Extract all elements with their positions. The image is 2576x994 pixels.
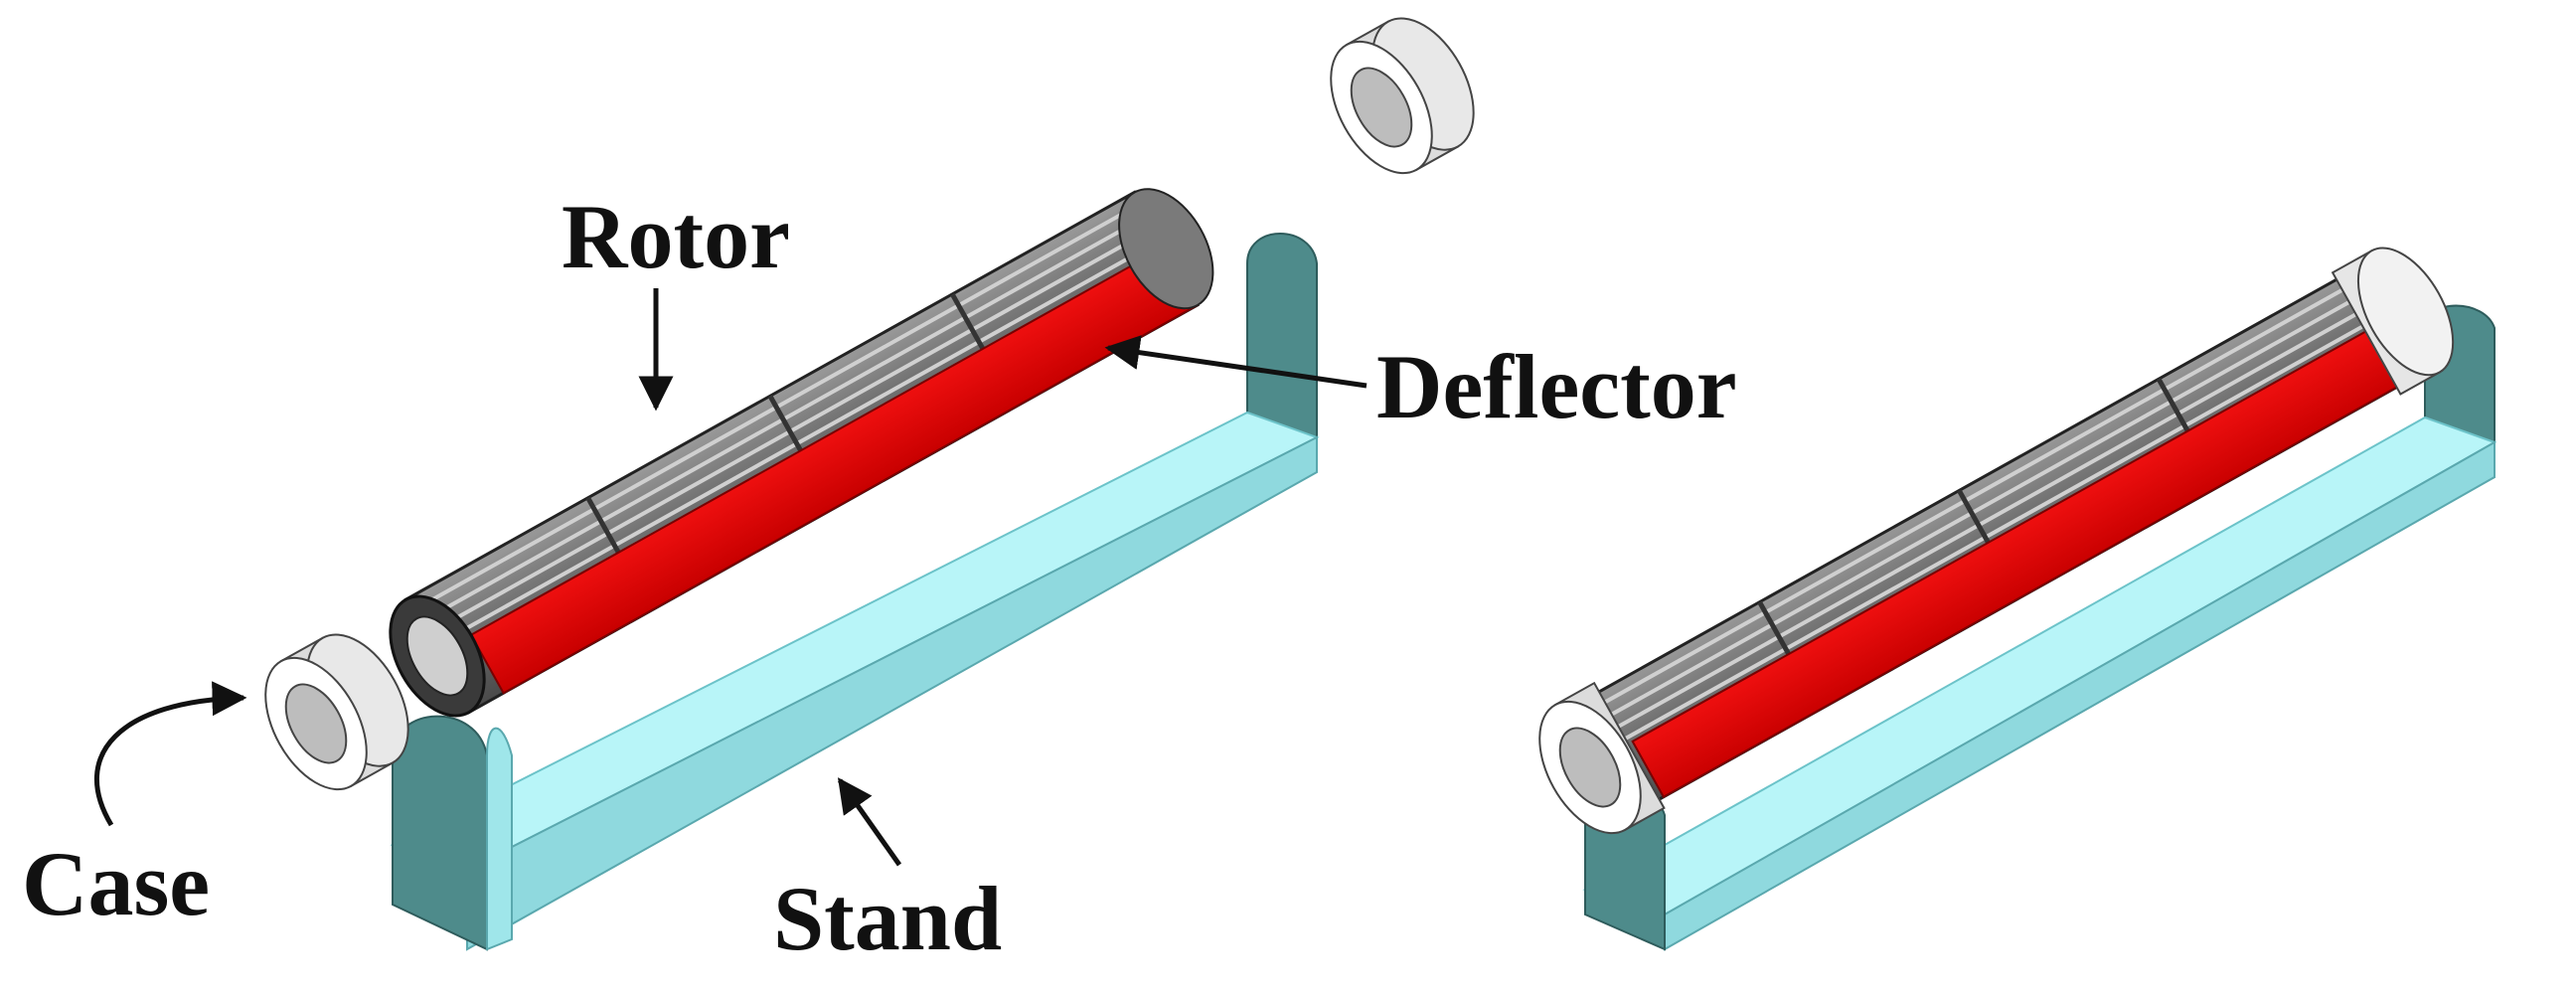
stand-label: Stand [773,868,1003,969]
stand-arrow [837,777,902,867]
case-ring-near [264,633,409,791]
deflector-label: Deflector [1376,336,1737,437]
rotor-exploded [389,188,1214,718]
assembled-view [1538,247,2497,951]
stand-near-end-plate [392,715,488,951]
rotor-label: Rotor [562,186,790,287]
stand-near-end-face [486,727,513,951]
deflector-arrow [1104,335,1368,389]
callout-arrows [93,288,1368,867]
case-ring-far [1330,17,1475,175]
case-arrow [93,681,247,827]
stand-exploded [390,233,1320,951]
stand-assembled [1582,304,2497,951]
case-label: Case [22,833,211,934]
rotor-assembled [1538,247,2455,835]
exploded-view [93,17,1475,951]
